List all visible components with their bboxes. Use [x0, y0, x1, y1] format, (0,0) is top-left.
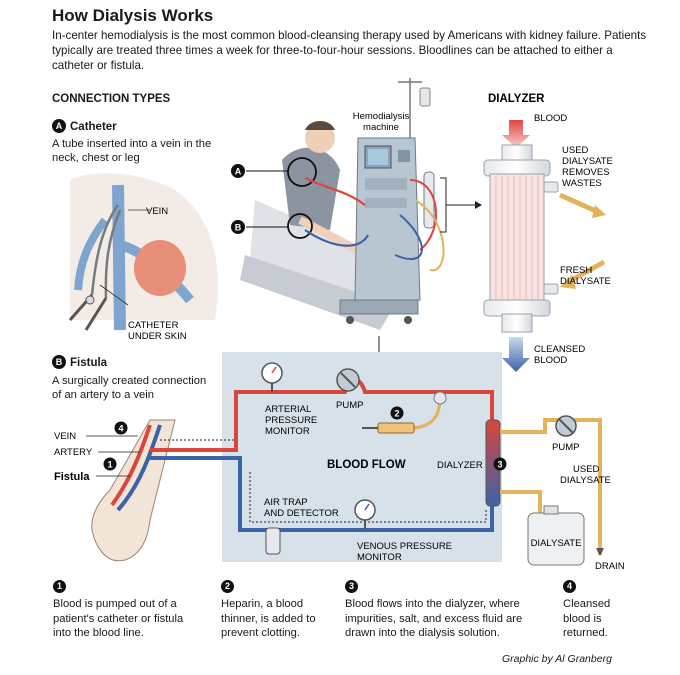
- air-trap-label-1: AIR TRAP: [264, 497, 308, 508]
- catheter-title: Catheter: [70, 121, 117, 133]
- blood-flow-title: BLOOD FLOW: [327, 459, 406, 471]
- catheter-letter-badge: A: [52, 119, 66, 133]
- cleansed-blood-label-2: BLOOD: [534, 355, 567, 366]
- fistula-letter-badge: B: [52, 355, 66, 369]
- fistula-vein-label: VEIN: [54, 431, 76, 442]
- air-trap-label-2: AND DETECTOR: [264, 508, 339, 519]
- fresh-dialysate-label-2: DIALYSATE: [560, 276, 611, 287]
- catheter-vein-label: VEIN: [146, 206, 168, 217]
- connection-b-ring: [287, 213, 313, 239]
- marker-a-circle: [231, 164, 245, 178]
- drain-label: DRAIN: [595, 561, 625, 572]
- venous-label-1: VENOUS PRESSURE: [357, 541, 452, 552]
- fistula-heading: B Fistula: [52, 355, 107, 369]
- arm-step-1-badge: 1: [107, 460, 112, 470]
- dialyzer-diagram: [483, 120, 606, 372]
- flow-step-3-badge: 3: [497, 460, 502, 470]
- hemodialysis-machine: [304, 78, 445, 324]
- step-3-text: Blood flows into the dialyzer, where imp…: [345, 598, 523, 639]
- step-3-badge: 3: [345, 580, 358, 593]
- dialyzer-blood-label: BLOOD: [534, 113, 567, 124]
- dialyzer-header: DIALYZER: [488, 93, 545, 105]
- dialysate-pump-label: PUMP: [552, 442, 579, 453]
- fistula-artery-label: ARTERY: [54, 447, 93, 458]
- marker-a-letter: A: [235, 167, 242, 177]
- page-title: How Dialysis Works: [52, 6, 214, 25]
- fistula-arm-illustration: [86, 419, 176, 562]
- step-2-badge: 2: [221, 580, 234, 593]
- fistula-label: Fistula: [54, 471, 90, 483]
- fistula-title: Fistula: [70, 357, 108, 369]
- dialysate-tank-label: DIALYSATE: [531, 538, 582, 549]
- used-dialysate-label-2: DIALYSATE: [562, 156, 613, 167]
- pump-label: PUMP: [336, 400, 363, 411]
- arterial-label-1: ARTERIAL: [265, 404, 311, 415]
- venous-blood-line: [150, 456, 494, 532]
- flow-dialyzer-label: DIALYZER: [437, 460, 483, 471]
- step-1-text: Blood is pumped out of a patient's cathe…: [53, 598, 184, 639]
- step-4-badge: 4: [563, 580, 576, 593]
- fresh-dialysate-line: [500, 490, 542, 515]
- catheter-description: A tube inserted into a vein in the neck,…: [52, 138, 212, 164]
- fresh-dialysate-label-1: FRESH: [560, 265, 592, 276]
- step-4-text: Cleansed blood is returned.: [563, 598, 611, 639]
- dialyzer-fibers: [495, 176, 539, 300]
- used-dialysate-line: [500, 418, 602, 555]
- step-1-badge: 1: [53, 580, 66, 593]
- arterial-label-3: MONITOR: [265, 426, 310, 437]
- arm-step-4-badge: 4: [118, 424, 123, 434]
- arterial-label-2: PRESSURE: [265, 415, 317, 426]
- graphic-credit: Graphic by Al Granberg: [502, 653, 612, 665]
- used-dialysate-label-1: USED: [562, 145, 589, 156]
- fistula-description: A surgically created connection of an ar…: [52, 375, 207, 401]
- catheter-heading: A Catheter: [52, 119, 117, 133]
- machine-label-1: Hemodialysis: [353, 111, 410, 122]
- step-2-text: Heparin, a blood thinner, is added to pr…: [221, 598, 316, 639]
- marker-b-letter: B: [235, 223, 242, 233]
- catheter-under-skin-label-2: UNDER SKIN: [128, 331, 187, 342]
- cleansed-blood-label-1: CLEANSED: [534, 344, 585, 355]
- marker-b-circle: [231, 220, 245, 234]
- flow-used-label-1: USED: [573, 464, 600, 475]
- connection-a-ring: [287, 157, 317, 187]
- catheter-illustration: [68, 173, 219, 331]
- catheter-under-skin-label-1: CATHETER: [128, 320, 179, 331]
- used-dialysate-label-4: WASTES: [562, 178, 602, 189]
- flow-used-label-2: DIALYSATE: [560, 475, 611, 486]
- machine-label-2: machine: [363, 122, 399, 133]
- flow-step-2-badge: 2: [394, 409, 399, 419]
- used-dialysate-label-3: REMOVES: [562, 167, 610, 178]
- venous-label-2: MONITOR: [357, 552, 402, 563]
- intro-text: In-center hemodialysis is the most commo…: [52, 29, 647, 72]
- connection-types-header: CONNECTION TYPES: [52, 93, 171, 105]
